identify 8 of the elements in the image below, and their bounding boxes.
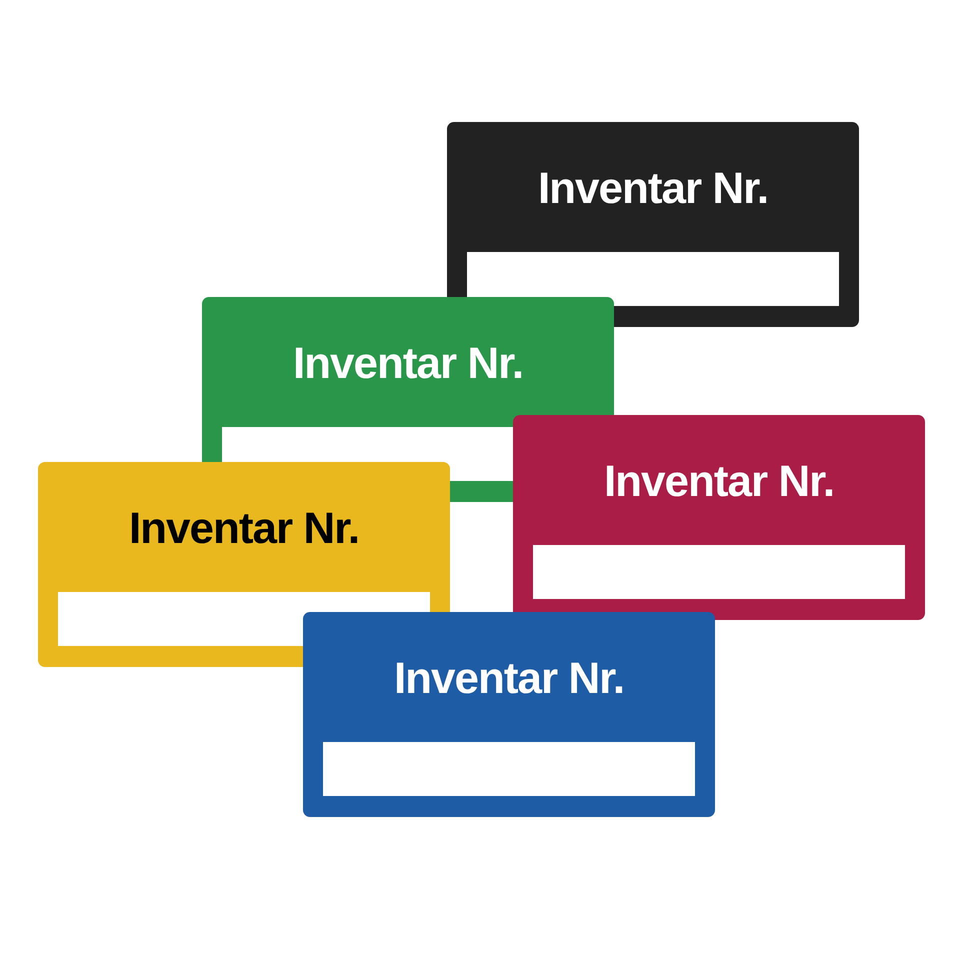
label-card: [513, 415, 925, 620]
label-heading: Inventar Nr.: [292, 339, 524, 389]
label-heading: Inventar Nr.: [392, 654, 626, 704]
label-heading: Inventar Nr.: [536, 164, 770, 214]
label-heading: Inventar Nr.: [602, 457, 836, 507]
label-card: [303, 612, 715, 817]
label-card: [447, 122, 859, 327]
label-heading: Inventar Nr.: [128, 504, 360, 554]
